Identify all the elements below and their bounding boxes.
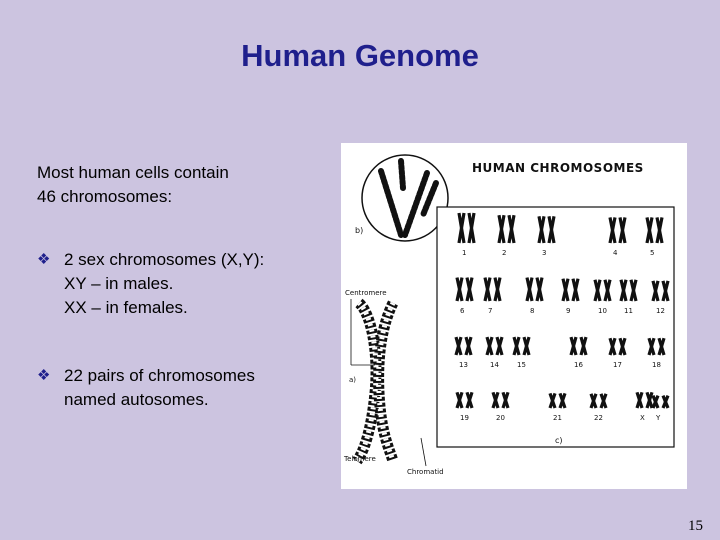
chromosome-pair-5: 5 <box>645 217 664 257</box>
chromosome-number-label: 11 <box>624 307 633 315</box>
chromosome-number-label: 15 <box>517 361 526 369</box>
chromosome-number-label: 1 <box>462 249 466 257</box>
chromosome-number-label: 9 <box>566 307 570 315</box>
chromosome-pair-15: 15 <box>512 336 531 369</box>
chromosome-pair-12: 12 <box>651 280 670 315</box>
label-telomere: Telomere <box>343 455 376 463</box>
chromosome-number-label: 22 <box>594 414 603 422</box>
chromosome-number-label: 2 <box>502 249 506 257</box>
diamond-bullet-icon: ❖ <box>37 251 51 268</box>
chromosome-number-label: 17 <box>613 361 622 369</box>
chromosome-pair-6: 6 <box>455 277 474 315</box>
label-centromere: Centromere <box>345 289 387 297</box>
chromosome-pair-9: 9 <box>561 278 580 315</box>
bullet-line: named autosomes. <box>64 390 209 409</box>
chromosome-number-label: 16 <box>574 361 583 369</box>
chromosome-number-label: 6 <box>460 307 465 315</box>
label-chromatid: Chromatid <box>407 468 444 476</box>
intro-line-1: Most human cells contain <box>37 163 229 182</box>
chromosome-pair-19: 19 <box>455 391 474 422</box>
large-chromosome-drawing <box>352 298 399 465</box>
chromosome-number-label: 10 <box>598 307 607 315</box>
label-a: a) <box>349 376 356 384</box>
chromosome-pair-1: 1 <box>457 212 476 257</box>
chromosome-pair-Y: Y <box>651 395 670 422</box>
chromosome-number-label: 5 <box>650 249 654 257</box>
label-b: b) <box>355 226 363 235</box>
chromosome-number-label: 18 <box>652 361 661 369</box>
slide-title: Human Genome <box>241 38 479 73</box>
page-number: 15 <box>688 518 703 534</box>
chromosome-number-label: 4 <box>613 249 618 257</box>
chromosome-number-label: 14 <box>490 361 499 369</box>
chromosome-pair-16: 16 <box>569 336 588 369</box>
chromosome-pair-20: 20 <box>491 391 510 422</box>
chromosome-number-label: 8 <box>530 307 534 315</box>
chromosome-number-label: Y <box>655 414 661 422</box>
chromosome-pair-18: 18 <box>647 337 666 369</box>
chromosome-pair-4: 4 <box>608 217 627 257</box>
bullet-line: XX – in females. <box>64 298 188 317</box>
chromosome-pair-7: 7 <box>483 277 502 315</box>
chromosome-pair-2: 2 <box>497 214 516 257</box>
chromosome-pair-17: 17 <box>608 337 627 369</box>
bullet-line: XY – in males. <box>64 274 174 293</box>
bullet-line: 2 sex chromosomes (X,Y): <box>64 250 265 269</box>
chromosome-pair-11: 11 <box>619 279 638 315</box>
chromosome-pair-22: 22 <box>589 393 608 422</box>
chromosome-pair-8: 8 <box>525 277 544 315</box>
chromosome-number-label: 12 <box>656 307 665 315</box>
chromosome-number-label: 21 <box>553 414 562 422</box>
chromosome-number-label: 20 <box>496 414 505 422</box>
magnified-chromosome-inset <box>361 154 449 242</box>
chromosome-number-label: 19 <box>460 414 469 422</box>
chromosome-pair-3: 3 <box>537 216 556 257</box>
bullet-line: 22 pairs of chromosomes <box>64 366 255 385</box>
chromosome-pair-X: X <box>635 391 654 422</box>
chromosome-number-label: X <box>640 414 645 422</box>
chromosome-pair-14: 14 <box>485 336 504 369</box>
chromosome-pair-21: 21 <box>548 392 567 422</box>
chromosome-number-label: 3 <box>542 249 546 257</box>
figure-heading: HUMAN CHROMOSOMES <box>472 161 644 175</box>
label-c: c) <box>555 436 563 445</box>
chromosome-number-label: 7 <box>488 307 492 315</box>
chromosome-pair-13: 13 <box>454 336 473 369</box>
intro-line-2: 46 chromosomes: <box>37 187 173 206</box>
chromosome-number-label: 13 <box>459 361 468 369</box>
intro-text: Most human cells contain 46 chromosomes: <box>37 161 327 209</box>
diamond-bullet-icon: ❖ <box>37 367 51 384</box>
chromosome-pair-10: 10 <box>593 279 612 315</box>
